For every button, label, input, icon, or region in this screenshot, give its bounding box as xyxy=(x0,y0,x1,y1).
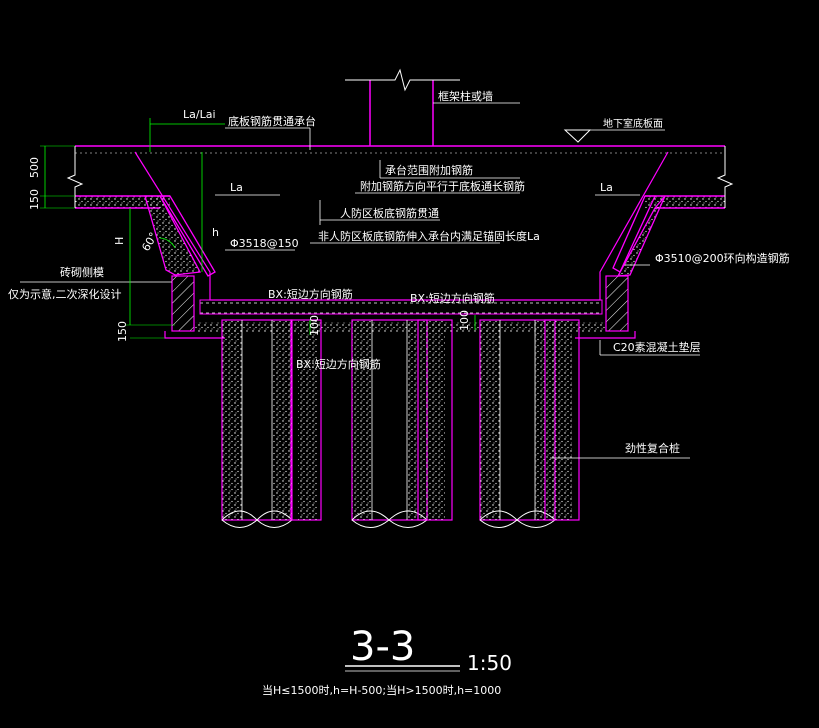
column-above: 框架柱或墙 xyxy=(345,68,520,146)
bx-label-3: BX:短边方向钢筋 xyxy=(296,357,381,371)
pile-4 xyxy=(417,319,453,521)
bx-label-1: BX:短边方向钢筋 xyxy=(268,287,353,301)
la-left-label: La xyxy=(230,181,243,194)
c20-label: C20素混凝土垫层 xyxy=(613,340,701,354)
dim-100-a: 100 xyxy=(308,315,321,336)
dim-150-top: 150 xyxy=(28,189,41,210)
annotations: La/Lai 底板钢筋贯通承台 La La 承台范围附加钢筋 附加钢筋方向平行于… xyxy=(8,108,790,459)
dim-150-bottom: 150 xyxy=(116,321,129,342)
pile-2 xyxy=(290,319,322,521)
pile-3 xyxy=(351,319,428,528)
brick-note-label: 仅为示意,二次深化设计 xyxy=(8,287,122,301)
section-note: 当H≤1500时,h=H-500;当H>1500时,h=1000 xyxy=(262,683,501,697)
pile-label: 劲性复合桩 xyxy=(625,441,680,455)
right-rebar-label: Φ3510@200环向构造钢筋 xyxy=(655,251,790,265)
pile-1 xyxy=(221,319,293,528)
floor-slab xyxy=(66,145,734,209)
non-civil-defense-label: 非人防区板底钢筋伸入承台内满足锚固长度La xyxy=(318,229,540,243)
pile-cap xyxy=(134,151,669,339)
cap-extra-bar-label: 承台范围附加钢筋 xyxy=(385,163,473,177)
brick-mold-label: 砖砌侧模 xyxy=(60,265,104,279)
dim-h-small: h xyxy=(212,226,219,239)
column-label: 框架柱或墙 xyxy=(438,89,493,103)
extra-bar-dir-label: 附加钢筋方向平行于底板通长钢筋 xyxy=(360,179,525,193)
scale-label: 1:50 xyxy=(467,651,512,675)
dim-h-big: H xyxy=(113,237,126,245)
la-lai-label: La/Lai xyxy=(183,108,216,121)
civil-defense-bar-label: 人防区板底钢筋贯通 xyxy=(340,206,439,220)
title-block: 3-3 1:50 当H≤1500时,h=H-500;当H>1500时,h=100… xyxy=(262,624,512,697)
bottom-bar-label: 底板钢筋贯通承台 xyxy=(228,114,316,128)
bx-label-2: BX:短边方向钢筋 xyxy=(410,291,495,305)
floor-level-marker: 地下室底板面 xyxy=(563,117,665,143)
section-title: 3-3 xyxy=(350,624,415,670)
floor-level-label: 地下室底板面 xyxy=(603,117,663,130)
left-rebar-label: Φ3518@150 xyxy=(230,237,299,250)
pile-5 xyxy=(479,319,556,528)
pile-6 xyxy=(544,319,580,521)
dim-100-b: 100 xyxy=(458,310,471,331)
dim-500: 500 xyxy=(28,157,41,178)
la-right-label: La xyxy=(600,181,613,194)
dimensions: 500 150 H 150 h 100 100 xyxy=(28,145,476,342)
piles xyxy=(221,319,580,528)
